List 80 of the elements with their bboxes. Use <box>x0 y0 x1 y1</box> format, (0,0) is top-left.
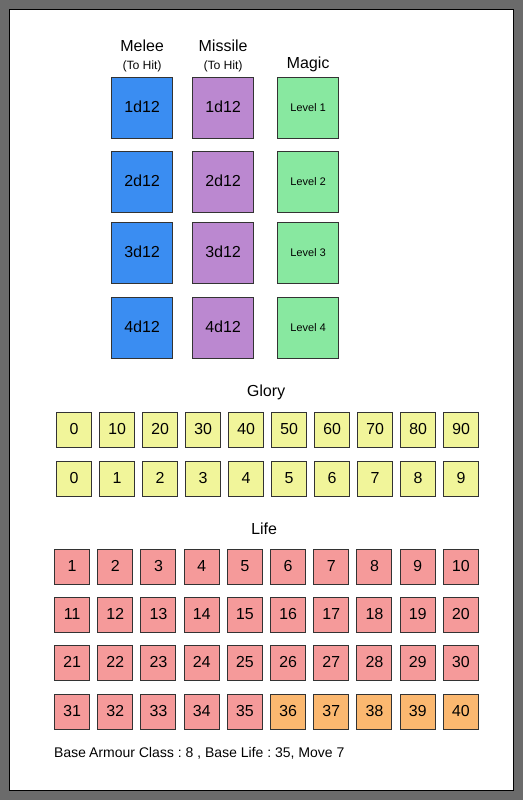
life-box: 12 <box>97 597 134 633</box>
life-box: 24 <box>184 645 220 681</box>
life-box: 37 <box>313 694 350 730</box>
glory-box: 30 <box>185 412 221 448</box>
dice-box: 2d12 <box>111 151 173 213</box>
magic-level-box: Level 4 <box>277 297 339 359</box>
glory-box: 10 <box>99 412 135 448</box>
life-box: 23 <box>140 645 176 681</box>
life-box: 6 <box>270 549 306 585</box>
life-box: 7 <box>313 549 350 585</box>
life-box: 36 <box>270 694 306 730</box>
dice-box: 2d12 <box>192 151 254 213</box>
life-box: 13 <box>140 597 176 633</box>
magic-level-box: Level 1 <box>277 77 339 139</box>
magic-level-box: Level 2 <box>277 151 339 213</box>
magic-level-box: Level 3 <box>277 222 339 284</box>
life-box: 16 <box>270 597 306 633</box>
life-box: 1 <box>54 549 90 585</box>
dice-box: 1d12 <box>111 77 173 139</box>
glory-box: 5 <box>271 461 307 497</box>
section-heading: Life <box>251 521 277 540</box>
life-box: 40 <box>442 694 479 730</box>
glory-box: 0 <box>56 412 92 448</box>
life-box: 22 <box>97 645 134 681</box>
life-box: 32 <box>97 694 134 730</box>
life-box: 21 <box>54 645 90 681</box>
dice-box: 3d12 <box>192 222 254 284</box>
life-box: 17 <box>313 597 350 633</box>
glory-box: 8 <box>400 461 436 497</box>
glory-box: 3 <box>185 461 221 497</box>
column-heading: Magic <box>286 55 330 74</box>
glory-box: 7 <box>357 461 393 497</box>
life-box: 15 <box>226 597 263 633</box>
glory-box: 90 <box>443 412 479 448</box>
column-subheading: (To Hit) <box>204 58 242 72</box>
glory-box: 6 <box>314 461 350 497</box>
life-box: 34 <box>184 694 220 730</box>
life-box: 5 <box>226 549 263 585</box>
life-box: 25 <box>226 645 263 681</box>
glory-box: 60 <box>314 412 350 448</box>
glory-box: 70 <box>357 412 393 448</box>
dice-box: 3d12 <box>111 222 173 284</box>
dice-box: 4d12 <box>111 297 173 359</box>
glory-box: 20 <box>142 412 178 448</box>
life-box: 3 <box>140 549 176 585</box>
life-box: 39 <box>400 694 436 730</box>
life-box: 27 <box>313 645 350 681</box>
dice-box: 4d12 <box>192 297 254 359</box>
column-heading: Missile <box>198 38 248 56</box>
glory-box: 0 <box>56 461 92 497</box>
glory-box: 80 <box>400 412 436 448</box>
life-box: 31 <box>54 694 90 730</box>
life-box: 29 <box>400 645 436 681</box>
glory-box: 50 <box>271 412 307 448</box>
life-box: 33 <box>140 694 176 730</box>
glory-box: 2 <box>142 461 178 497</box>
life-box: 2 <box>97 549 134 585</box>
life-box: 10 <box>442 549 479 585</box>
column-subheading: (To Hit) <box>122 58 162 72</box>
life-box: 19 <box>400 597 436 633</box>
life-box: 14 <box>184 597 220 633</box>
life-box: 9 <box>400 549 436 585</box>
glory-box: 4 <box>228 461 264 497</box>
life-box: 38 <box>356 694 392 730</box>
life-box: 11 <box>54 597 90 633</box>
life-box: 30 <box>442 645 479 681</box>
glory-box: 9 <box>443 461 479 497</box>
section-heading: Glory <box>246 383 286 402</box>
glory-box: 40 <box>228 412 264 448</box>
column-heading: Melee <box>120 38 164 56</box>
life-box: 20 <box>442 597 479 633</box>
life-box: 18 <box>356 597 392 633</box>
life-box: 8 <box>356 549 392 585</box>
stats-note: Base Armour Class : 8 , Base Life : 35, Move 7 <box>54 744 344 760</box>
glory-box: 1 <box>99 461 135 497</box>
dice-box: 1d12 <box>192 77 254 139</box>
life-box: 4 <box>184 549 220 585</box>
life-box: 28 <box>356 645 392 681</box>
life-box: 26 <box>270 645 306 681</box>
life-box: 35 <box>226 694 263 730</box>
